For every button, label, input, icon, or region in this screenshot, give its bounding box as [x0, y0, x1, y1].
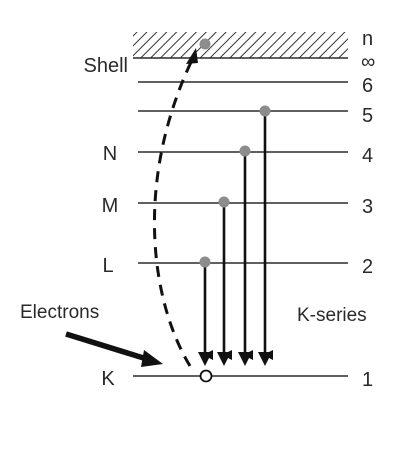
electrons-pointer-head	[141, 350, 163, 367]
ejection-path	[152, 59, 194, 367]
electron-level-5	[259, 105, 271, 117]
n-value-3: 3	[362, 196, 373, 218]
ejection-arrowhead	[186, 48, 198, 64]
n-value-2: 2	[362, 256, 373, 278]
electrons-label: Electrons	[20, 302, 99, 323]
electron-ejected	[199, 38, 211, 50]
vacancy-k-shell	[199, 369, 213, 383]
arrowheads-k	[198, 352, 272, 366]
shell-name-n: N	[103, 143, 117, 165]
shell-name-l: L	[102, 255, 113, 277]
shell-heading: Shell	[84, 55, 128, 77]
electron-level-4	[239, 145, 251, 157]
shell-name-k: K	[101, 368, 115, 390]
n-value-5: 5	[362, 105, 373, 127]
ionization-band	[133, 32, 348, 58]
electrons-pointer-line	[65, 331, 151, 363]
n-value-6: 6	[362, 75, 373, 97]
k-series-label: K-series	[297, 305, 367, 326]
n-value-1: 1	[362, 369, 373, 391]
n-value-4: 4	[362, 145, 373, 167]
electron-level-2	[199, 256, 211, 268]
shell-name-m: M	[102, 195, 119, 217]
n-heading: n	[362, 28, 373, 50]
electron-level-3	[218, 196, 230, 208]
infinity-label: ∞	[361, 51, 375, 73]
